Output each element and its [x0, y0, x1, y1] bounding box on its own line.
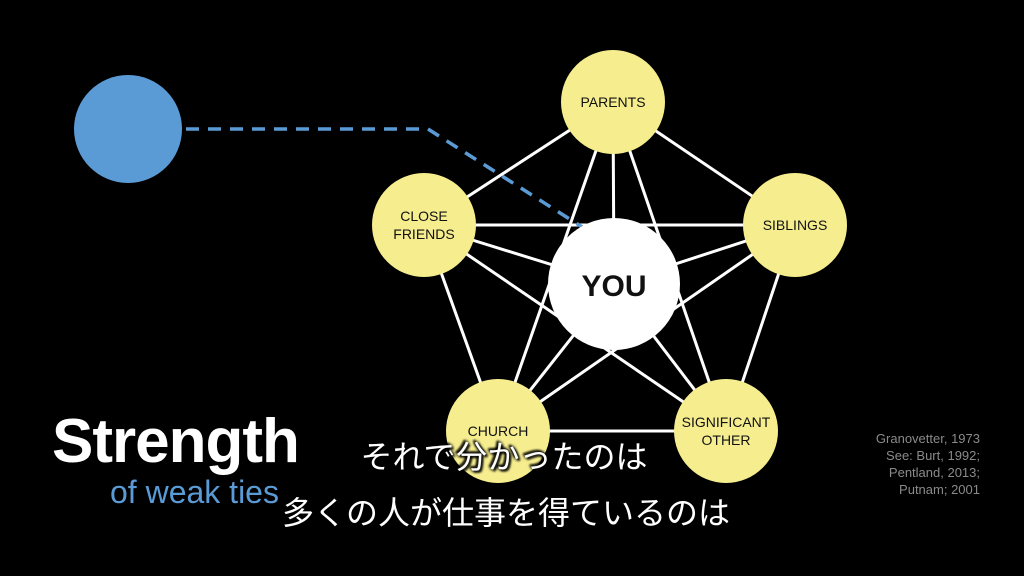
- node-significant-other-label: OTHER: [702, 432, 751, 448]
- slide-title: Strength: [52, 407, 300, 476]
- node-siblings: SIBLINGS: [743, 173, 847, 277]
- node-church: CHURCH: [446, 379, 550, 483]
- center-node-circle: [548, 218, 680, 350]
- node-significant-other: SIGNIFICANT OTHER: [674, 379, 778, 483]
- citation-line: Putnam; 2001: [899, 482, 980, 497]
- node-siblings-circle: [743, 173, 847, 277]
- center-node-label: YOU: [581, 270, 646, 303]
- node-close-friends-circle: [372, 173, 476, 277]
- node-close-friends: CLOSE FRIENDS: [372, 173, 476, 277]
- node-close-friends-label: CLOSE: [400, 208, 447, 224]
- citation-line: See: Burt, 1992;: [886, 448, 980, 463]
- node-significant-other-label: SIGNIFICANT: [682, 414, 771, 430]
- diagram-nodes: PARENTS SIBLINGS SIGNIFICANT OTHER CHURCH CLO…: [372, 50, 847, 483]
- citation-line: Granovetter, 1973: [875, 431, 980, 446]
- node-parents-circle: [561, 50, 665, 154]
- node-parents-label: PARENTS: [580, 94, 645, 110]
- node-siblings-label: SIBLINGS: [763, 217, 828, 233]
- weak-tie-node: [74, 75, 182, 183]
- caption-line-2: 多くの人が仕事を得ているのは: [281, 494, 730, 532]
- citation-block: Granovetter, 1973 See: Burt, 1992; Pentl…: [876, 430, 980, 498]
- node-church-circle: [446, 379, 550, 483]
- citation-line: Pentland, 2013;: [888, 465, 980, 480]
- node-close-friends-label: FRIENDS: [393, 226, 454, 242]
- slide-subtitle: of weak ties: [110, 474, 279, 510]
- center-node: YOU: [548, 218, 680, 350]
- node-significant-other-circle: [674, 379, 778, 483]
- node-parents: PARENTS: [561, 50, 665, 154]
- node-church-label: CHURCH: [468, 423, 529, 439]
- caption-line-1: それで分かったのは: [360, 438, 648, 476]
